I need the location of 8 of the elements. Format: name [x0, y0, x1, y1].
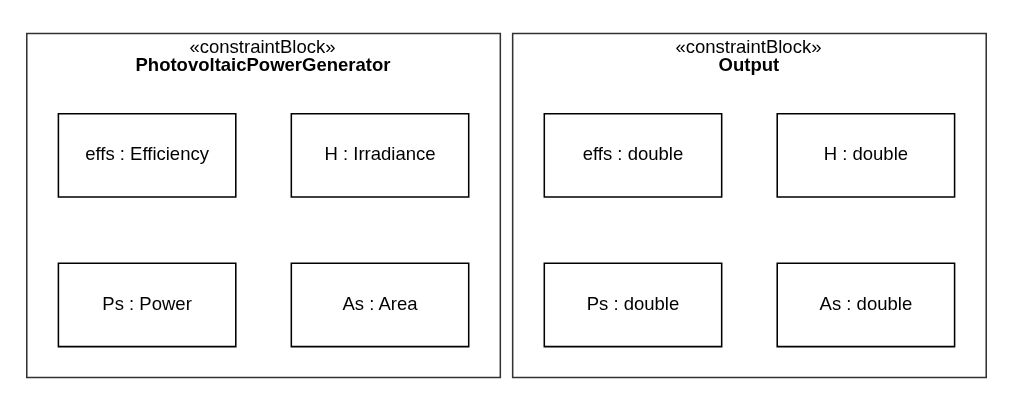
node-box: H : double — [776, 112, 956, 198]
node-box: H : Irradiance — [290, 112, 470, 198]
node-box: effs : double — [543, 112, 723, 198]
node-box: As : Area — [290, 262, 470, 347]
node-box: Ps : Power — [57, 262, 237, 347]
node-box: As : double — [776, 262, 956, 347]
node-box: Ps : double — [543, 262, 723, 347]
node-box: effs : Efficiency — [57, 112, 237, 198]
